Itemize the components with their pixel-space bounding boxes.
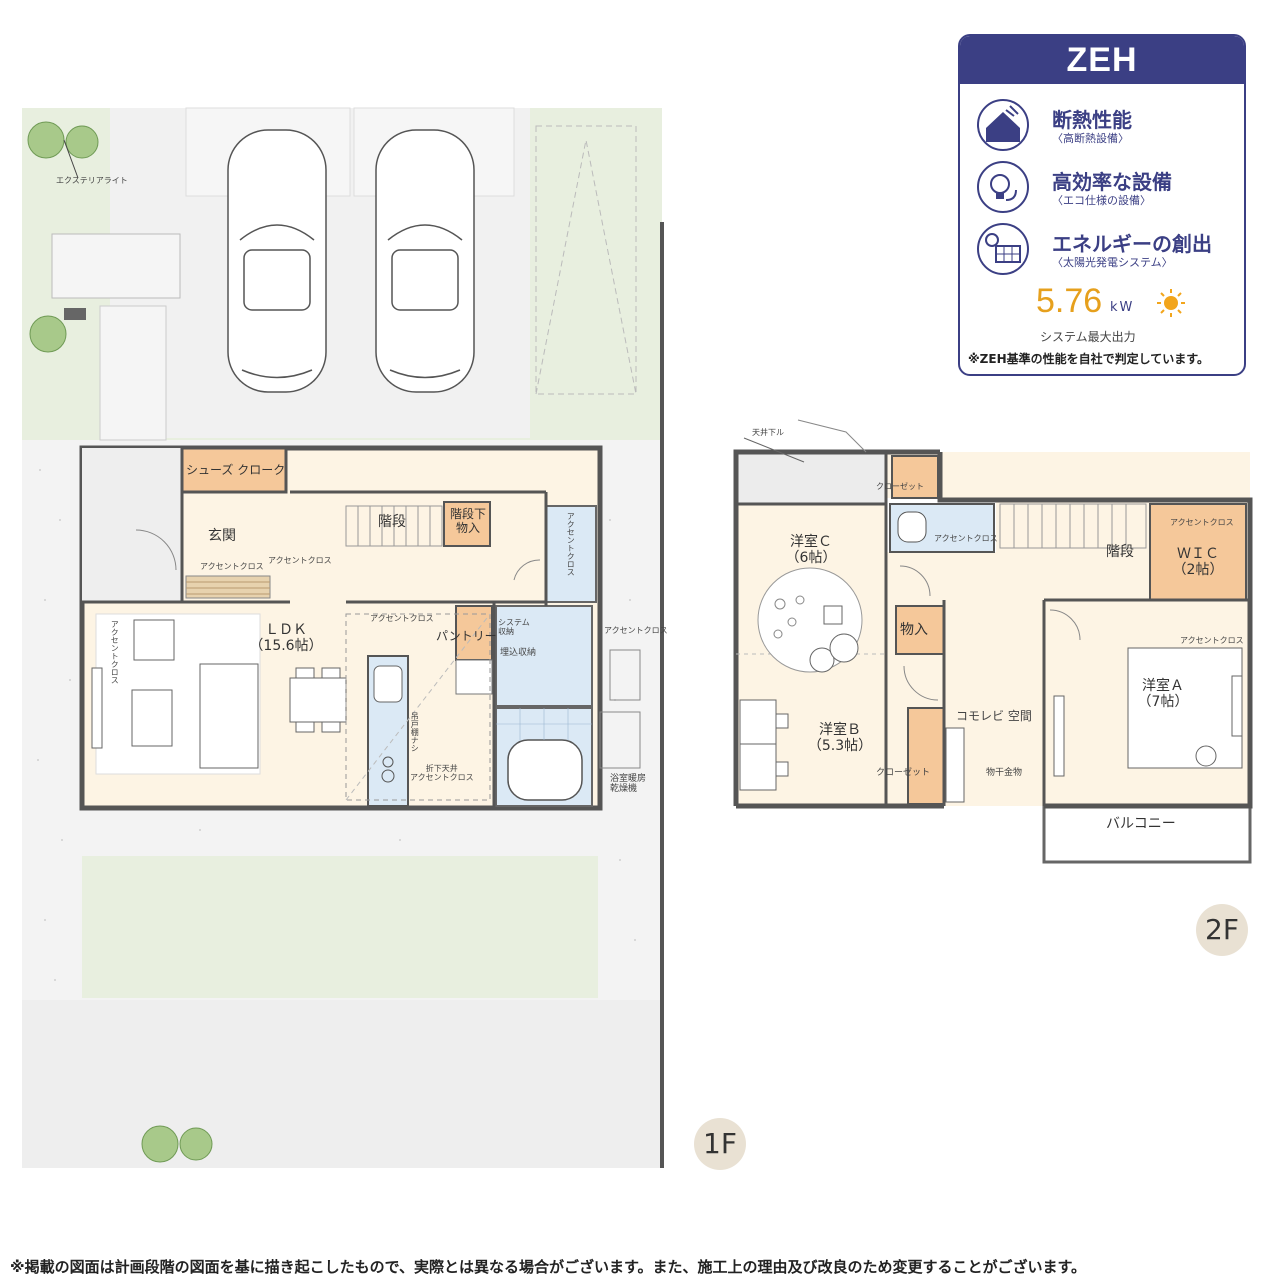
lowered-ceiling-label: 折下天井 アクセントクロス: [410, 764, 474, 783]
garden-lawn: [82, 856, 598, 998]
eco-bulb-icon: [977, 161, 1029, 213]
accent-cloth-label: アクセントクロス: [200, 562, 264, 571]
car-icon: [375, 129, 475, 393]
solar-panel-icon: [977, 223, 1029, 275]
output-value: 5.76: [1036, 282, 1103, 320]
zeh-item-sub: 〈高断熱設備〉: [1052, 132, 1129, 145]
room-b-label: 洋室Ｂ （5.3帖）: [807, 722, 873, 755]
back-strip: [22, 1000, 662, 1168]
accent-cloth-label: アクセントクロス: [604, 626, 668, 635]
zeh-item-title: 高効率な設備: [1052, 170, 1172, 194]
room-a-label: 洋室Ａ （7帖）: [1137, 678, 1189, 711]
exterior-light-label: エクステリアライト: [56, 176, 128, 185]
zeh-panel: ZEH 断熱性能 〈高断熱設備〉 高効率な設備 〈エコ仕様の設備〉 エネルギーの…: [958, 34, 1246, 376]
zeh-header: ZEH: [960, 36, 1244, 84]
house-insulation-icon: [977, 99, 1029, 151]
accent-cloth-label: アクセントクロス: [268, 556, 332, 565]
balcony-label: バルコニー: [1106, 816, 1176, 832]
output-caption: システム最大出力: [1040, 330, 1136, 344]
zeh-note: ※ZEH基準の性能を自社で判定しています。: [968, 352, 1210, 366]
output-unit: kW: [1110, 300, 1135, 315]
shoe-closet-label: シューズ クローク: [186, 463, 286, 477]
zeh-item-energy: エネルギーの創出 〈太陽光発電システム〉: [976, 222, 1236, 276]
closet-label: クローゼット: [876, 768, 931, 778]
accent-cloth-label: アクセントクロス: [566, 512, 576, 576]
floor-2f-badge: 2F: [1196, 904, 1248, 956]
zeh-item-insulation: 断熱性能 〈高断熱設備〉: [976, 98, 1236, 152]
ceiling-lower-label: 天井下ル: [752, 428, 784, 437]
floor-1f-badge: 1F: [694, 1118, 746, 1170]
accent-cloth-label: アクセントクロス: [1180, 636, 1244, 645]
laundry-hanger-label: 物干金物: [986, 768, 1023, 778]
zeh-item-title: エネルギーの創出: [1052, 232, 1212, 256]
stairs-label: 階段: [1106, 544, 1134, 560]
zeh-item-title: 断熱性能: [1052, 108, 1132, 132]
wic-label: ＷＩＣ （2帖）: [1172, 546, 1224, 579]
accent-cloth-label: アクセントクロス: [934, 534, 998, 543]
bath-dryer-label: 浴室暖房 乾燥機: [610, 774, 647, 795]
entrance-label: 玄関: [208, 528, 236, 544]
ldk-label: ＬＤＫ （15.6帖）: [249, 622, 323, 655]
zeh-item-sub: 〈太陽光発電システム〉: [1052, 256, 1173, 269]
pantry-label: パントリー: [436, 629, 497, 643]
under-stair-storage-label: 階段下 物入: [449, 507, 486, 535]
system-storage-label: システム 収納: [498, 618, 530, 637]
disclaimer-footer: ※掲載の図面は計画段階の図面を基に描き起こしたもので、実際とは異なる場合がござい…: [10, 1258, 1086, 1276]
built-in-storage-label: 埋込収納: [500, 648, 537, 658]
komorebi-label: コモレビ 空間: [956, 709, 1032, 723]
accent-cloth-label: アクセントクロス: [110, 620, 120, 684]
accent-cloth-label: アクセントクロス: [370, 614, 434, 623]
zeh-item-equipment: 高効率な設備 〈エコ仕様の設備〉: [976, 160, 1236, 214]
closet-label: クローゼット: [876, 482, 924, 491]
zeh-item-sub: 〈エコ仕様の設備〉: [1052, 194, 1151, 207]
hanging-cabinet-label: 吊戸棚ナシ: [410, 712, 420, 752]
stairs-label: 階段: [378, 514, 406, 530]
room-c-label: 洋室Ｃ （6帖）: [785, 534, 837, 567]
tree-icon: [27, 121, 213, 1163]
storage-label: 物入: [900, 622, 928, 638]
sun-icon: [1157, 289, 1185, 317]
accent-cloth-label: アクセントクロス: [1170, 518, 1234, 527]
car-icon: [227, 129, 327, 393]
